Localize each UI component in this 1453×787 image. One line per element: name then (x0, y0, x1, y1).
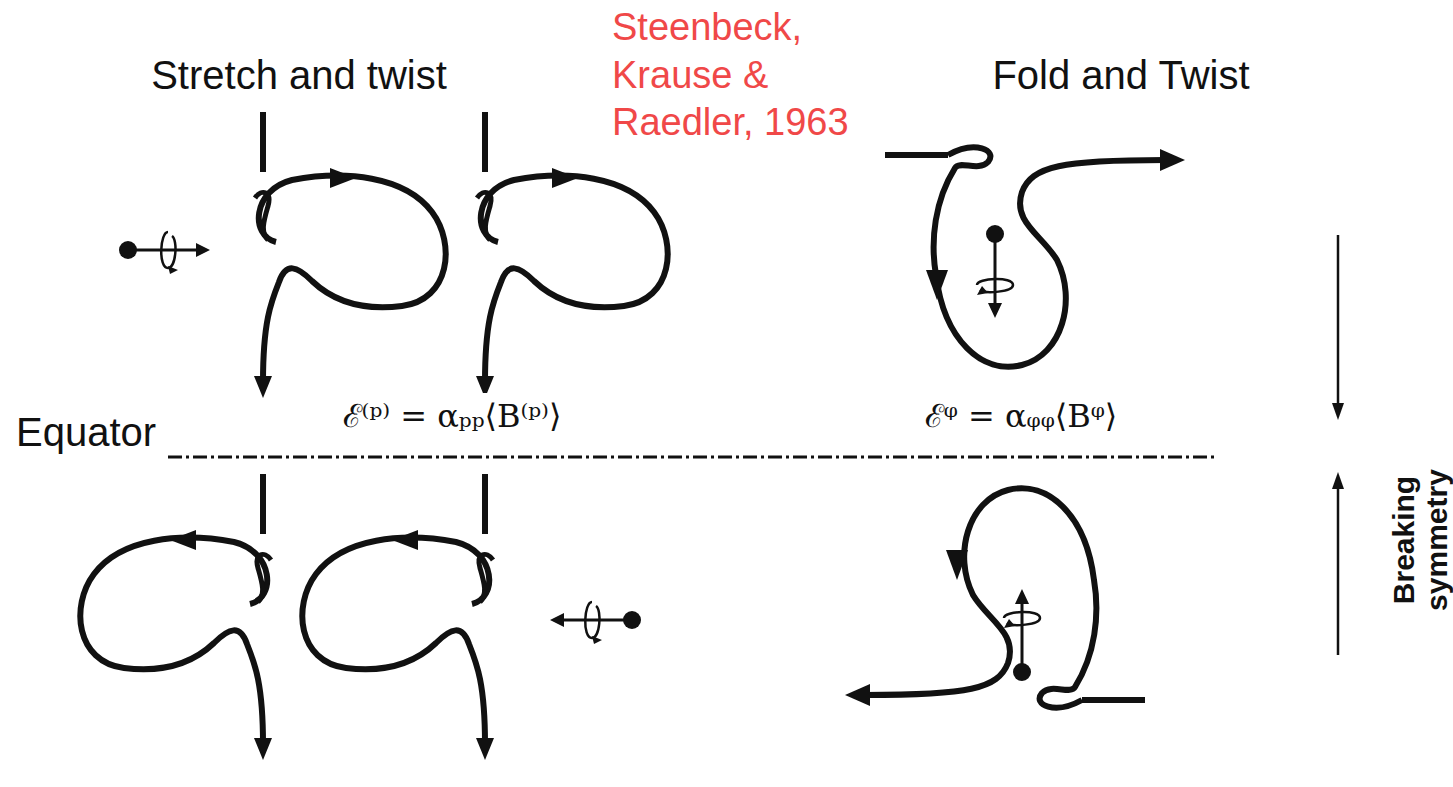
equation-label: ℰ⁽ᵖ⁾ = αₚₚ⟨B⁽ᵖ⁾⟩ (339, 393, 566, 436)
rotation-symbol (1004, 589, 1040, 681)
symmetry-arrows (1332, 235, 1344, 655)
stretch-loop (254, 112, 446, 398)
rotation-symbol (119, 232, 210, 274)
section-title: Fold and Twist (992, 53, 1249, 98)
rotation-symbol (550, 602, 641, 644)
equator-label: Equator (12, 410, 160, 455)
arrowhead (926, 270, 948, 300)
fold-loop (885, 147, 1185, 366)
section-title: Stretch and twist (151, 53, 447, 98)
stretch-loop (302, 474, 494, 760)
arrowhead (946, 550, 968, 580)
rotation-symbol (977, 225, 1013, 318)
fold-loop (845, 488, 1145, 707)
equator-line (168, 456, 1215, 459)
stretch-loop (80, 474, 272, 760)
stretch-loop (476, 112, 668, 398)
symmetry-label: Breaking symmetry (1387, 455, 1453, 625)
citation-note: Steenbeck, Krause & Raedler, 1963 (612, 4, 912, 147)
equation-label: ℰᵠ = αᵩᵩ⟨Bᵠ⟩ (921, 393, 1122, 436)
